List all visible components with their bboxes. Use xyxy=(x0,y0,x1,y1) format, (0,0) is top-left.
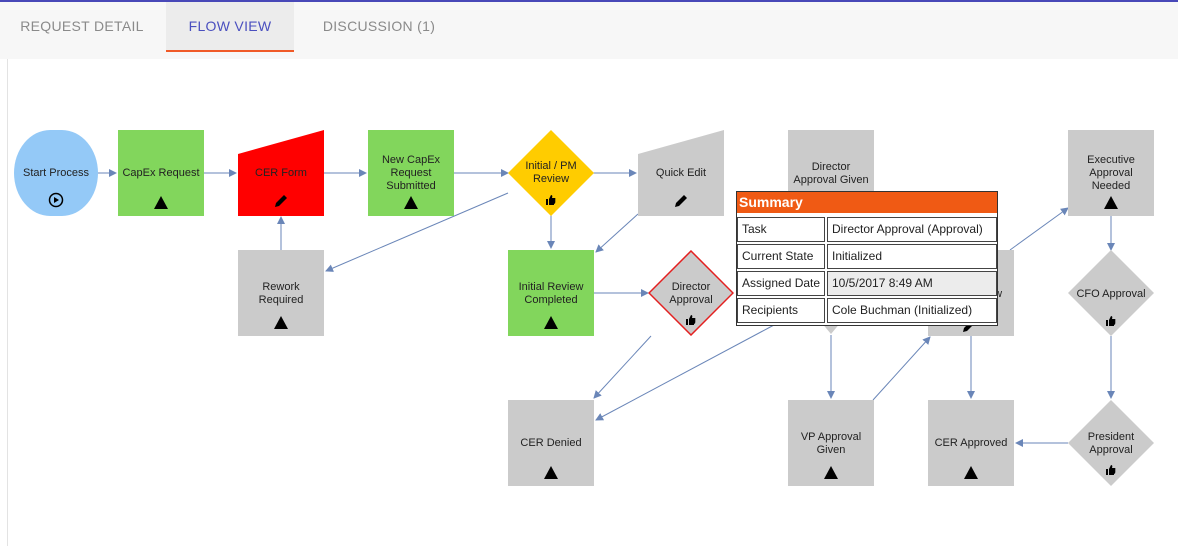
summary-row: Task Director Approval (Approval) xyxy=(737,217,997,242)
node-label-line: Executive xyxy=(1087,154,1135,166)
manual-input-shape xyxy=(638,130,724,216)
quick-edit-node[interactable]: Quick Edit xyxy=(638,130,724,216)
triangle-icon xyxy=(964,466,978,479)
tab-bar: REQUEST DETAIL FLOW VIEW DISCUSSION (1) xyxy=(0,2,1178,59)
node-label-line: Approval xyxy=(1089,167,1133,179)
node-label-line: Completed xyxy=(524,294,578,306)
triangle-icon xyxy=(154,196,168,209)
diamond-shape xyxy=(1068,250,1154,336)
capex-request-node[interactable]: CapEx Request xyxy=(118,130,204,216)
summary-value: Cole Buchman (Initialized) xyxy=(827,298,997,323)
node-label: CapEx Request xyxy=(122,167,200,179)
node-label-line: Initial Review xyxy=(518,281,584,293)
connector xyxy=(872,336,931,401)
node-label: Start Process xyxy=(22,167,90,179)
diamond-shape xyxy=(1068,400,1154,486)
connector xyxy=(325,192,509,272)
node-label: CER Denied xyxy=(520,437,582,449)
thumbs-up-icon xyxy=(1106,316,1116,326)
node-label-line: New CapEx xyxy=(381,154,441,166)
connector xyxy=(593,335,652,399)
cer-denied-node[interactable]: CER Denied xyxy=(508,400,594,486)
summary-value: Director Approval (Approval) xyxy=(827,217,997,242)
triangle-icon xyxy=(544,466,558,479)
summary-key: Assigned Date xyxy=(737,271,825,296)
summary-row: Assigned Date 10/5/2017 8:49 AM xyxy=(737,271,997,296)
node-label: CFO Approval xyxy=(1076,288,1146,300)
node-label-line: Review xyxy=(532,173,570,185)
node-label-line: Director xyxy=(811,161,851,173)
summary-key: Recipients xyxy=(737,298,825,323)
rework-required-node[interactable]: Rework Required xyxy=(238,250,324,336)
diamond-shape xyxy=(648,250,734,336)
node-label: CER Approved xyxy=(934,437,1008,449)
summary-row: Current State Initialized xyxy=(737,244,997,269)
diamond-shape xyxy=(508,130,594,216)
tab-flow-view[interactable]: FLOW VIEW xyxy=(166,2,294,52)
node-label-line: Director xyxy=(671,281,711,293)
summary-title: Summary xyxy=(737,192,997,215)
director-approval-node[interactable]: Director Approval xyxy=(648,250,734,336)
node-label-line: Approval Given xyxy=(793,174,869,186)
connector xyxy=(1009,207,1069,251)
node-label-line: Rework xyxy=(262,281,300,293)
executive-approval-needed-node[interactable]: Executive Approval Needed xyxy=(1068,130,1154,216)
node-label-line: Given xyxy=(816,444,846,456)
node-label-line: Approval xyxy=(1089,444,1133,456)
triangle-icon xyxy=(274,316,288,329)
manual-input-shape xyxy=(238,130,324,216)
node-label-line: VP Approval xyxy=(800,431,862,443)
cer-approved-node[interactable]: CER Approved xyxy=(928,400,1014,486)
thumbs-up-icon xyxy=(546,195,556,205)
vp-approval-given-node[interactable]: VP Approval Given xyxy=(788,400,874,486)
summary-value: Initialized xyxy=(827,244,997,269)
initial-review-completed-node[interactable]: Initial Review Completed xyxy=(508,250,594,336)
node-label: CER Form xyxy=(255,167,307,179)
node-label: Quick Edit xyxy=(655,167,707,179)
node-label-line: Needed xyxy=(1091,180,1131,192)
thumbs-up-icon xyxy=(686,315,696,325)
node-label-line: Submitted xyxy=(386,180,436,192)
summary-row: Recipients Cole Buchman (Initialized) xyxy=(737,298,997,323)
triangle-icon xyxy=(1104,196,1118,209)
summary-key: Task xyxy=(737,217,825,242)
top-accent-line xyxy=(0,0,1178,2)
play-icon xyxy=(48,192,64,208)
connector xyxy=(595,324,775,421)
tab-discussion[interactable]: DISCUSSION (1) xyxy=(322,18,436,34)
new-capex-request-node[interactable]: New CapEx Request Submitted xyxy=(368,130,454,216)
summary-value: 10/5/2017 8:49 AM xyxy=(827,271,997,296)
node-label-line: Approval xyxy=(669,294,713,306)
start-process-node[interactable]: Start Process xyxy=(14,130,98,216)
triangle-icon xyxy=(824,466,838,479)
initial-pm-review-node[interactable]: Initial / PM Review xyxy=(508,130,594,216)
cer-form-node[interactable]: CER Form xyxy=(238,130,324,216)
node-label-line: President xyxy=(1087,431,1135,443)
summary-popup: Summary Task Director Approval (Approval… xyxy=(736,191,998,326)
node-label-line: Initial / PM xyxy=(525,160,577,172)
president-approval-node[interactable]: President Approval xyxy=(1068,400,1154,486)
connector xyxy=(595,213,639,253)
summary-key: Current State xyxy=(737,244,825,269)
triangle-icon xyxy=(404,196,418,209)
tab-request-detail[interactable]: REQUEST DETAIL xyxy=(20,18,144,34)
pencil-icon xyxy=(275,195,287,207)
thumbs-up-icon xyxy=(1106,465,1116,475)
cfo-approval-node[interactable]: CFO Approval xyxy=(1068,250,1154,336)
pencil-icon xyxy=(675,195,687,207)
triangle-icon xyxy=(544,316,558,329)
node-label-line: Request xyxy=(390,167,432,179)
node-label-line: Required xyxy=(258,294,304,306)
